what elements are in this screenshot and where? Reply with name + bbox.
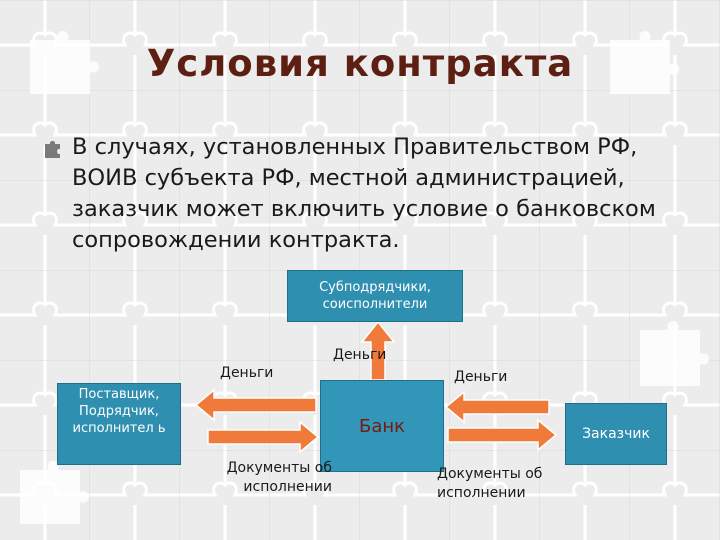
docs-label-left: Документы об исполнении <box>226 460 332 495</box>
arrow-left-top-icon <box>194 388 317 422</box>
money-label-right: Деньги <box>454 369 508 385</box>
arrow-right-bottom-left-icon <box>207 420 320 454</box>
docs-label-right: Документы об исполнении <box>437 466 543 501</box>
bank-box: Банк <box>320 380 444 472</box>
money-label-top: Деньги <box>333 347 387 363</box>
subcontractors-box: Субподрядчики, соисполнители <box>287 270 463 322</box>
supplier-box: Поставщик, Подрядчик, исполнител ь <box>57 383 181 465</box>
money-label-left: Деньги <box>220 365 274 381</box>
body-text: В случаях, установленных Правительством … <box>72 134 656 253</box>
arrow-up-icon <box>360 320 396 381</box>
puzzle-bullet-icon <box>45 141 60 158</box>
slide-title: Условия контракта <box>146 42 574 85</box>
arrow-left-top-right-icon <box>444 390 550 424</box>
arrow-right-bottom-right-icon <box>447 418 558 452</box>
customer-box: Заказчик <box>565 403 667 465</box>
